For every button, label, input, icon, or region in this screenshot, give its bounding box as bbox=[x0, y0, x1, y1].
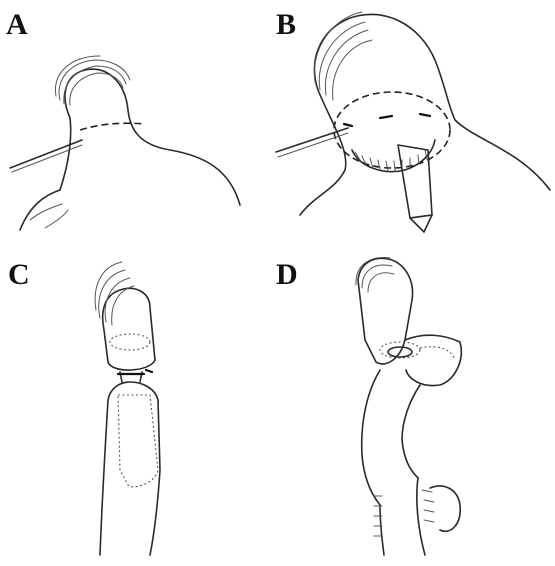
panel-d-lower-segment-right bbox=[417, 478, 425, 555]
panel-b-stapler-tip bbox=[410, 215, 432, 232]
panel-d-main-tube bbox=[362, 370, 420, 505]
panel-a-needle-shadow bbox=[12, 145, 82, 172]
panel-a-needle bbox=[10, 140, 82, 168]
panel-c-proximal-folds bbox=[95, 262, 134, 325]
panel-a-drawing bbox=[10, 56, 240, 230]
panel-b-suture-marks bbox=[344, 114, 430, 126]
panel-label-b: B bbox=[276, 10, 296, 40]
panel-a-organ-shading bbox=[30, 204, 68, 228]
panel-b-needle bbox=[276, 128, 348, 152]
panel-d-side-limb-inner bbox=[420, 347, 455, 360]
panel-c-anastomosis-ring-top bbox=[110, 334, 150, 350]
panel-b-purse-string-circle bbox=[334, 92, 450, 168]
panel-c-distal-tube bbox=[100, 382, 160, 555]
panel-label-d: D bbox=[276, 260, 298, 290]
panel-b-drawing bbox=[276, 12, 550, 232]
panel-b-anvil-rim bbox=[352, 140, 435, 172]
panel-c-proximal-stump bbox=[103, 288, 155, 370]
panel-d-side-limb bbox=[405, 335, 461, 385]
panel-d-suture-hatches-right bbox=[422, 490, 434, 522]
panel-d-lower-segment-left bbox=[380, 505, 384, 555]
panel-a-organ-outline bbox=[20, 69, 240, 230]
panel-a-esophagus-folds bbox=[55, 56, 130, 105]
panel-d-anastomosis-ring bbox=[380, 342, 420, 358]
panel-d-proximal-folds bbox=[356, 257, 394, 292]
panel-b-esophagus-folds bbox=[314, 12, 372, 100]
panel-label-c: C bbox=[8, 260, 30, 290]
panel-c-inner-outline bbox=[118, 395, 158, 487]
panel-c-drawing bbox=[95, 262, 160, 555]
panel-label-a: A bbox=[6, 10, 28, 40]
panel-a-transection-line bbox=[80, 123, 145, 130]
panel-b-needle-shadow bbox=[278, 133, 348, 157]
panel-d-lower-loop bbox=[430, 486, 460, 531]
panel-d-drawing bbox=[356, 257, 461, 555]
